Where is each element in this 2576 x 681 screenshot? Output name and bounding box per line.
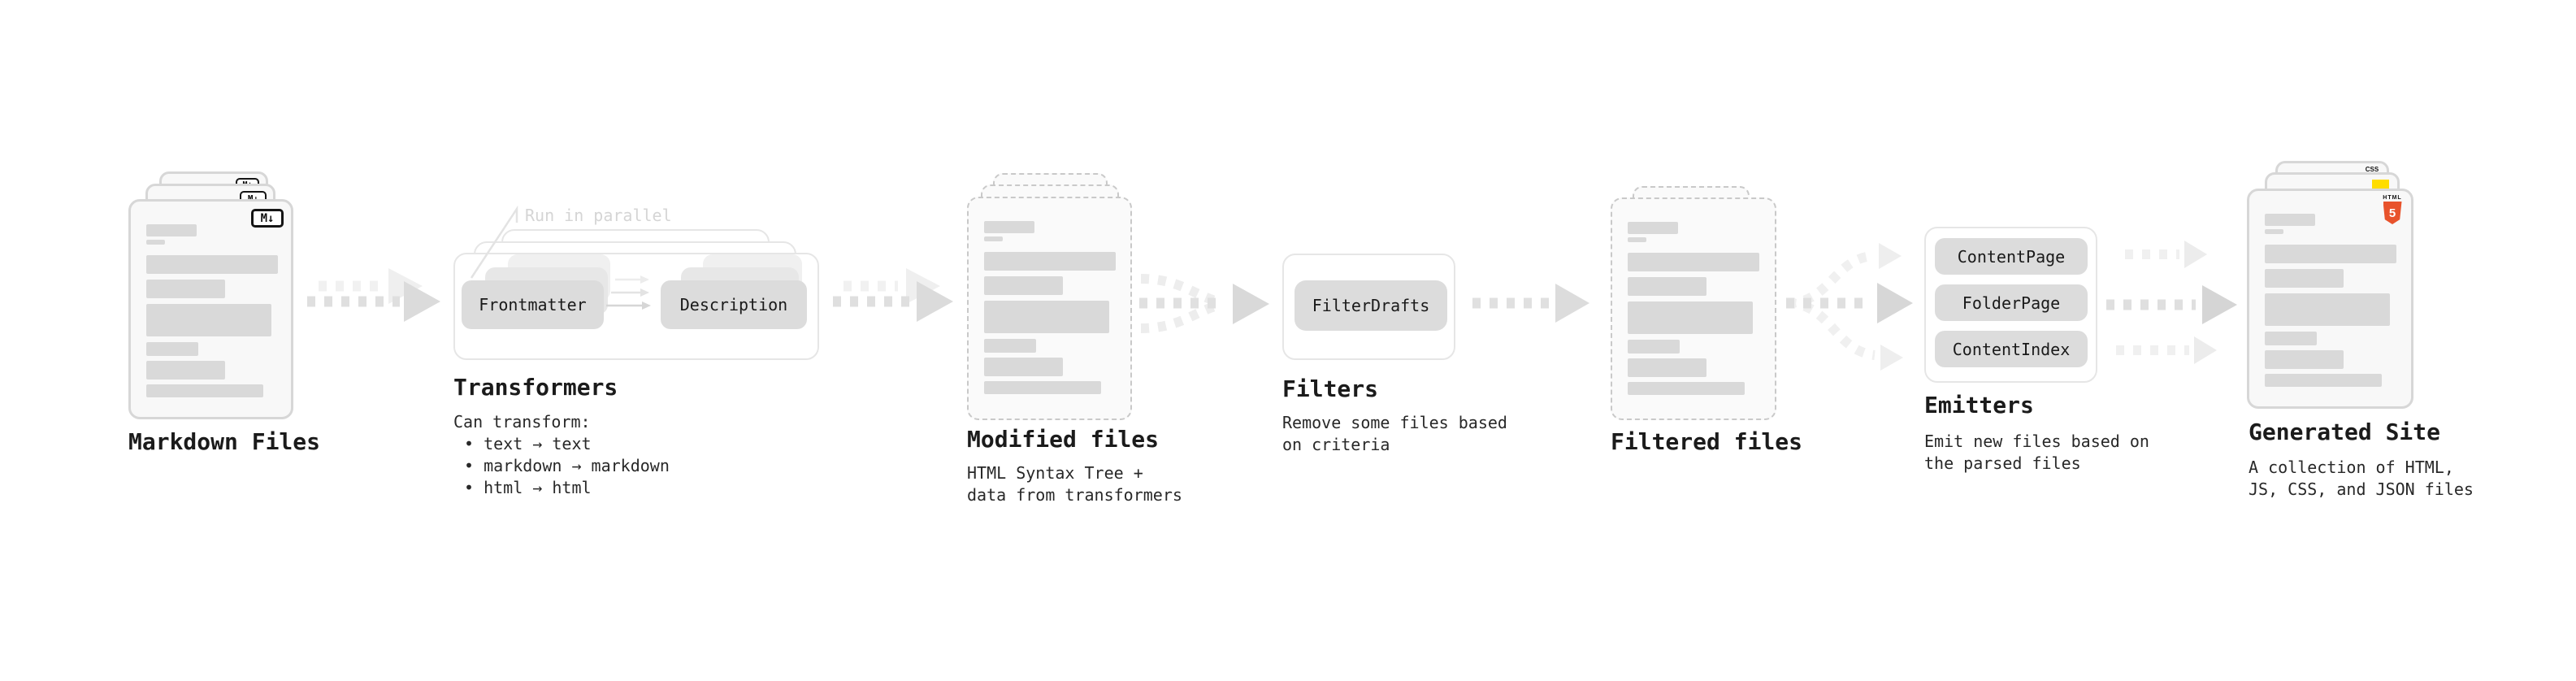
arrow-filters-to-filtered [1472, 284, 1589, 323]
arrow-markdown-to-transformers [307, 268, 440, 322]
doc-content-bar [1628, 237, 1646, 242]
transformers-description: Can transform: • text → text • markdown … [453, 411, 670, 499]
description-line: data from transformers [967, 485, 1182, 505]
html5-number: 5 [2388, 206, 2396, 220]
description-line: the parsed files [1924, 453, 2081, 473]
description-line: • text → text [464, 434, 592, 453]
doc-content-bar [984, 221, 1034, 233]
doc-content-bar [984, 381, 1101, 394]
html5-shield: 5 [2383, 202, 2402, 224]
generated-description: A collection of HTML, JS, CSS, and JSON … [2249, 457, 2474, 501]
description-line: JS, CSS, and JSON files [2249, 479, 2474, 499]
doc-content-bar [146, 361, 225, 380]
doc-content-bar [1628, 382, 1745, 395]
description-line: • markdown → markdown [464, 456, 670, 475]
node-contentpage: ContentPage [1935, 238, 2088, 275]
doc-content-bar [2265, 374, 2382, 387]
doc-content-bar [1628, 301, 1753, 334]
doc-content [1612, 199, 1775, 395]
description-line: on criteria [1282, 435, 1390, 454]
filtered-doc-front [1611, 197, 1776, 420]
arrow-filtered-to-emitters [1786, 243, 1913, 371]
doc-content-bar [146, 384, 263, 397]
doc-content [131, 202, 291, 397]
doc-content [969, 198, 1130, 394]
emitters-description: Emit new files based on the parsed files [1924, 431, 2149, 475]
markdown-icon: M↓ [251, 209, 284, 228]
doc-content-bar [1628, 277, 1706, 296]
node-filterdrafts: FilterDrafts [1295, 280, 1447, 331]
doc-content-bar [146, 240, 165, 245]
html5-icon: HTML 5 [2383, 195, 2402, 224]
doc-content-bar [2265, 293, 2390, 326]
doc-content-bar [2265, 332, 2317, 345]
node-contentindex: ContentIndex [1935, 331, 2088, 367]
doc-content-bar [1628, 222, 1678, 234]
stage-title-modified-files: Modified files [967, 426, 1160, 453]
stage-title-emitters: Emitters [1924, 392, 2034, 419]
modified-doc-front [967, 197, 1132, 420]
doc-content-bar [984, 236, 1003, 241]
doc-content-bar [2265, 229, 2283, 234]
doc-content-bar [146, 342, 198, 356]
doc-content-bar [1628, 253, 1759, 271]
generated-doc-front: HTML 5 [2247, 189, 2413, 409]
stage-title-markdown-files: Markdown Files [128, 428, 321, 455]
doc-content-bar [146, 280, 225, 298]
node-frontmatter: Frontmatter [462, 280, 604, 329]
js-icon [2372, 180, 2389, 189]
doc-content-bar [2265, 269, 2344, 288]
doc-content-bar [1628, 358, 1706, 377]
markdown-doc-front: M↓ [128, 199, 293, 419]
doc-content-bar [2265, 350, 2344, 369]
description-line: • html → html [464, 478, 592, 497]
description-line: Remove some files based [1282, 413, 1507, 432]
modified-description: HTML Syntax Tree + data from transformer… [967, 462, 1182, 506]
doc-content-bar [2265, 245, 2396, 263]
doc-content-bar [984, 301, 1109, 333]
doc-content-bar [146, 224, 197, 236]
description-line: HTML Syntax Tree + [967, 463, 1143, 483]
doc-content-bar [984, 339, 1036, 353]
node-folderpage: FolderPage [1935, 284, 2088, 321]
css-icon-label: CSS [2365, 166, 2379, 173]
node-description: Description [661, 280, 807, 329]
description-line: Can transform: [453, 412, 591, 432]
stage-title-transformers: Transformers [453, 374, 618, 401]
description-line: A collection of HTML, [2249, 458, 2454, 477]
description-line: Emit new files based on [1924, 432, 2149, 451]
arrow-transformers-to-modified [833, 268, 953, 322]
doc-content-bar [984, 358, 1063, 376]
doc-content-bar [146, 304, 271, 336]
run-in-parallel-label: Run in parallel [525, 206, 672, 225]
stage-title-filters: Filters [1282, 375, 1379, 402]
doc-content-bar [984, 252, 1116, 271]
doc-content-bar [984, 276, 1063, 295]
filters-description: Remove some files based on criteria [1282, 412, 1507, 456]
html5-icon-label: HTML [2383, 195, 2402, 201]
arrow-modified-to-filters [1139, 274, 1269, 333]
doc-content-bar [1628, 340, 1680, 354]
doc-content [2249, 191, 2411, 387]
doc-content-bar [146, 255, 278, 274]
doc-content-bar [2265, 214, 2315, 226]
stage-title-generated-site: Generated Site [2249, 419, 2441, 445]
stage-title-filtered-files: Filtered files [1611, 428, 1803, 455]
arrow-emitters-to-generated [2106, 241, 2237, 364]
